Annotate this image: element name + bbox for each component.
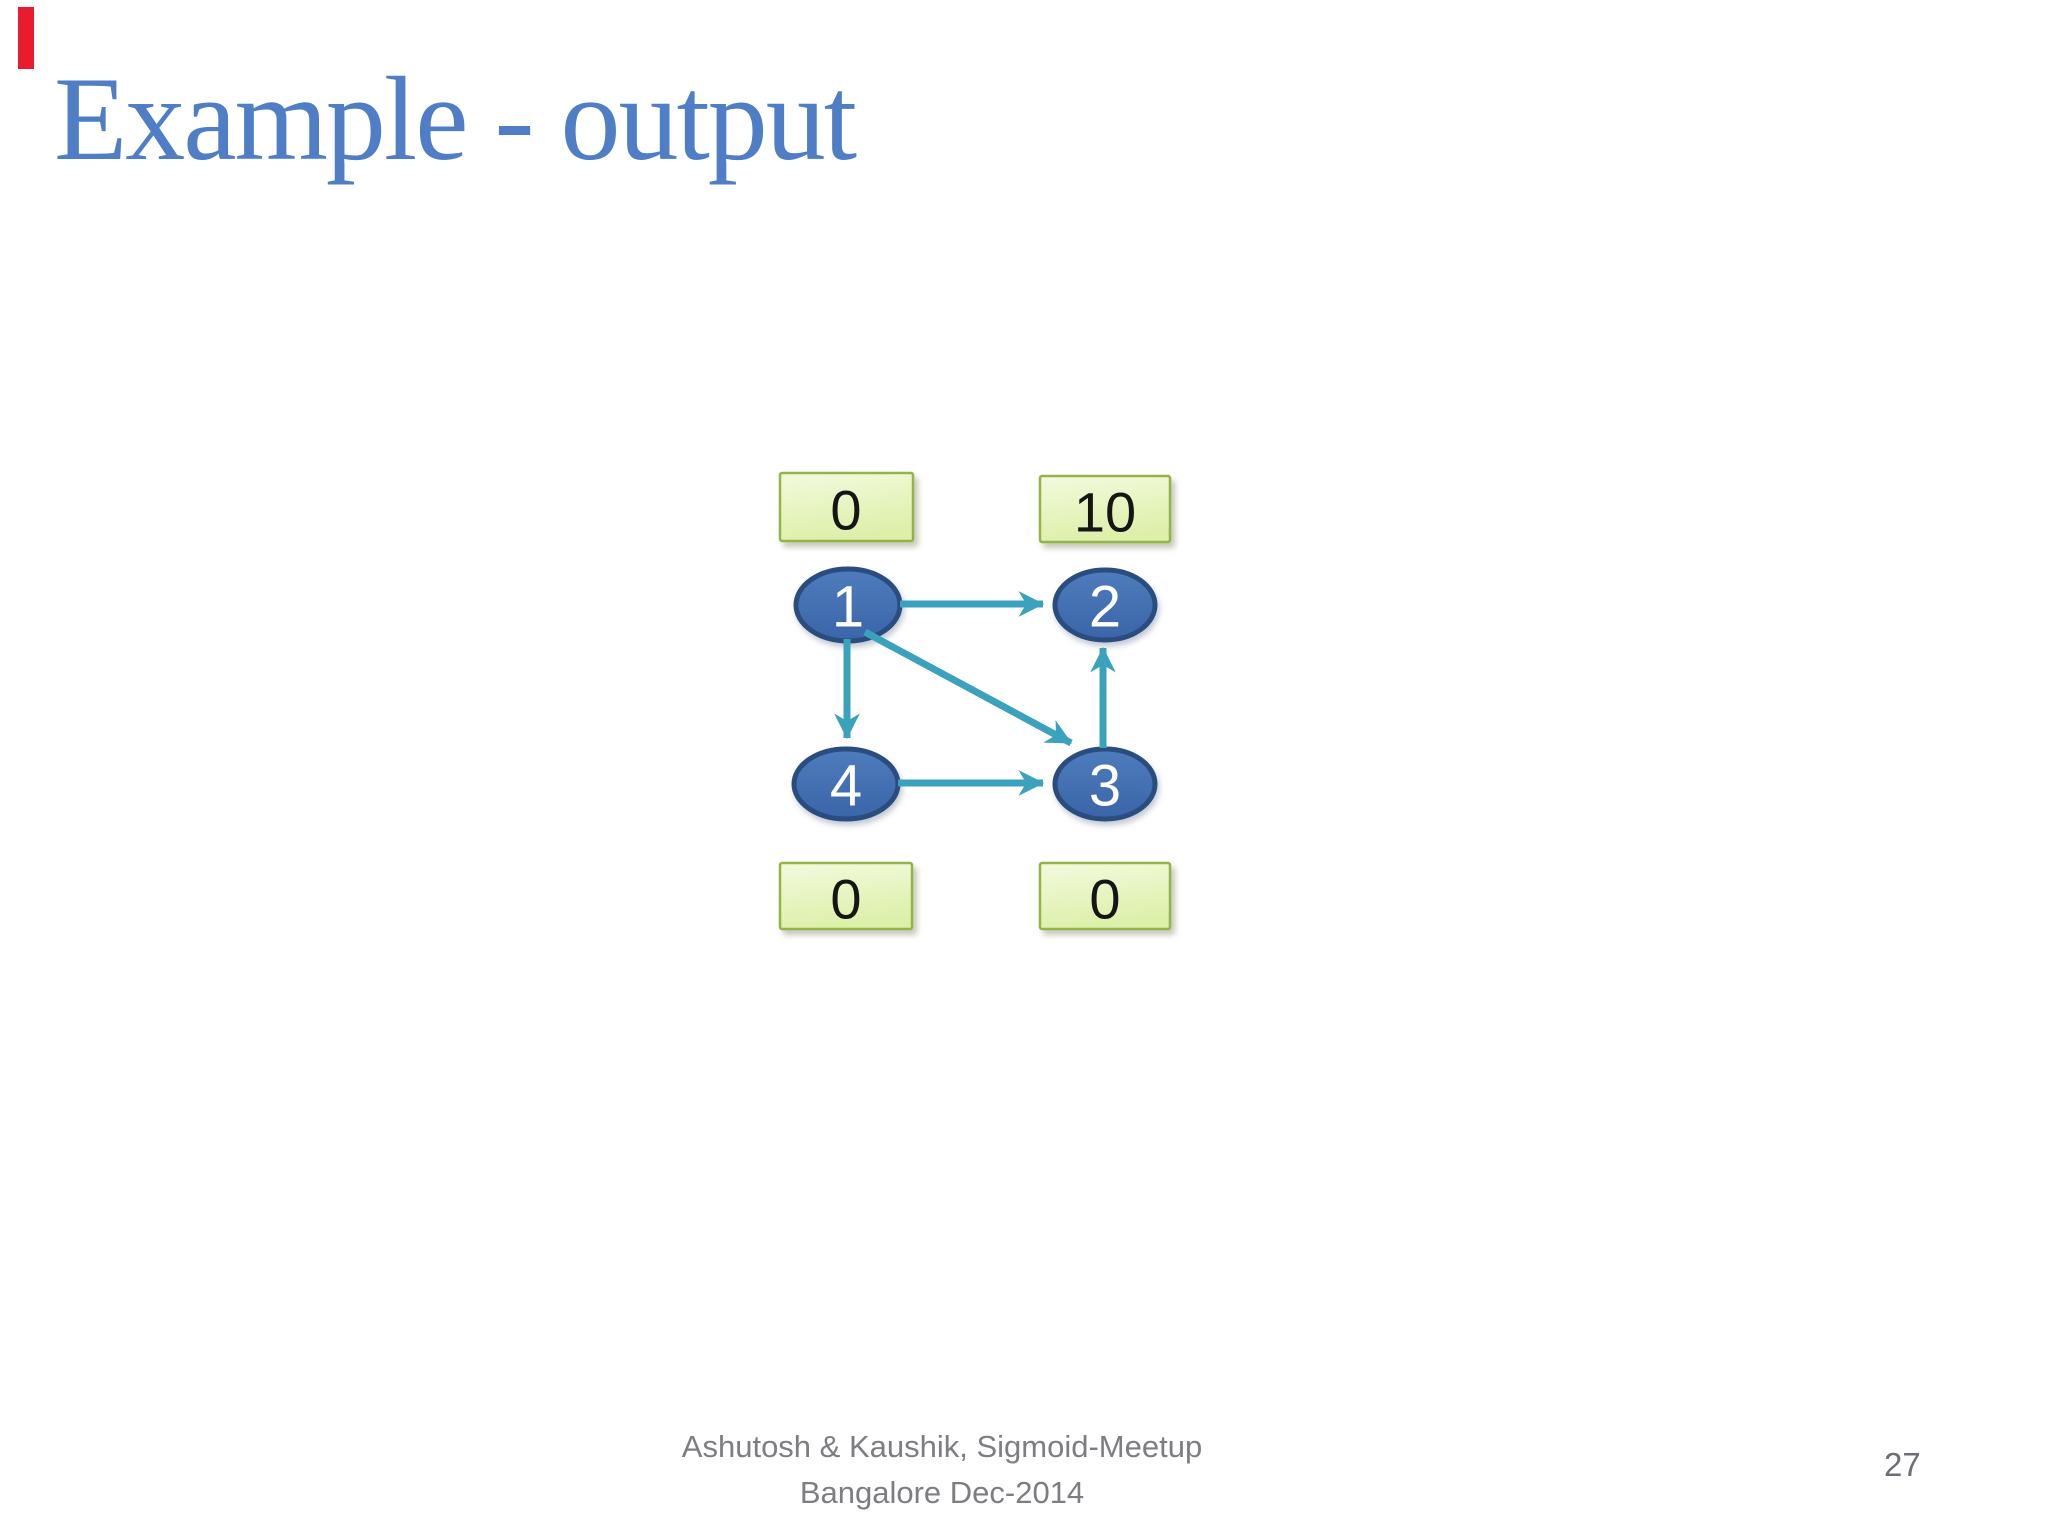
value-box-node1: 0 [778, 471, 915, 543]
value-box-text: 10 [1074, 481, 1136, 544]
footer-attribution: Ashutosh & Kaushik, Sigmoid-Meetup Banga… [442, 1424, 1442, 1516]
graph-node-1: 1 [793, 566, 903, 644]
value-box-node2: 10 [1038, 474, 1172, 544]
red-marker-bar [18, 7, 34, 69]
footer-line2: Bangalore Dec-2014 [799, 1475, 1085, 1510]
graph-diagram: 0 10 0 0 1 2 4 3 [778, 471, 1172, 931]
graph-node-2: 2 [1052, 567, 1158, 643]
value-box-rect [778, 471, 915, 543]
node-ellipse [1052, 567, 1158, 643]
node-label: 3 [1089, 754, 1121, 819]
value-box-node4: 0 [778, 861, 914, 931]
node-label: 4 [830, 754, 862, 819]
node-label: 1 [832, 575, 864, 640]
value-box-rect [778, 861, 914, 931]
edge-1-to-3 [863, 628, 1073, 747]
value-box-rect [1038, 474, 1172, 544]
graph-node-4: 4 [791, 746, 901, 822]
slide-title: Example - output [54, 52, 857, 185]
footer-line1: Ashutosh & Kaushik, Sigmoid-Meetup [681, 1429, 1203, 1464]
value-box-text: 0 [830, 868, 861, 931]
node-label: 2 [1089, 575, 1121, 640]
node-ellipse [1052, 746, 1158, 822]
value-box-node3: 0 [1038, 861, 1172, 931]
value-box-text: 0 [1089, 868, 1120, 931]
page-number: 27 [1884, 1446, 1921, 1483]
graph-node-3: 3 [1052, 746, 1158, 822]
value-box-text [1038, 861, 1172, 931]
value-box-text: 0 [830, 479, 861, 542]
